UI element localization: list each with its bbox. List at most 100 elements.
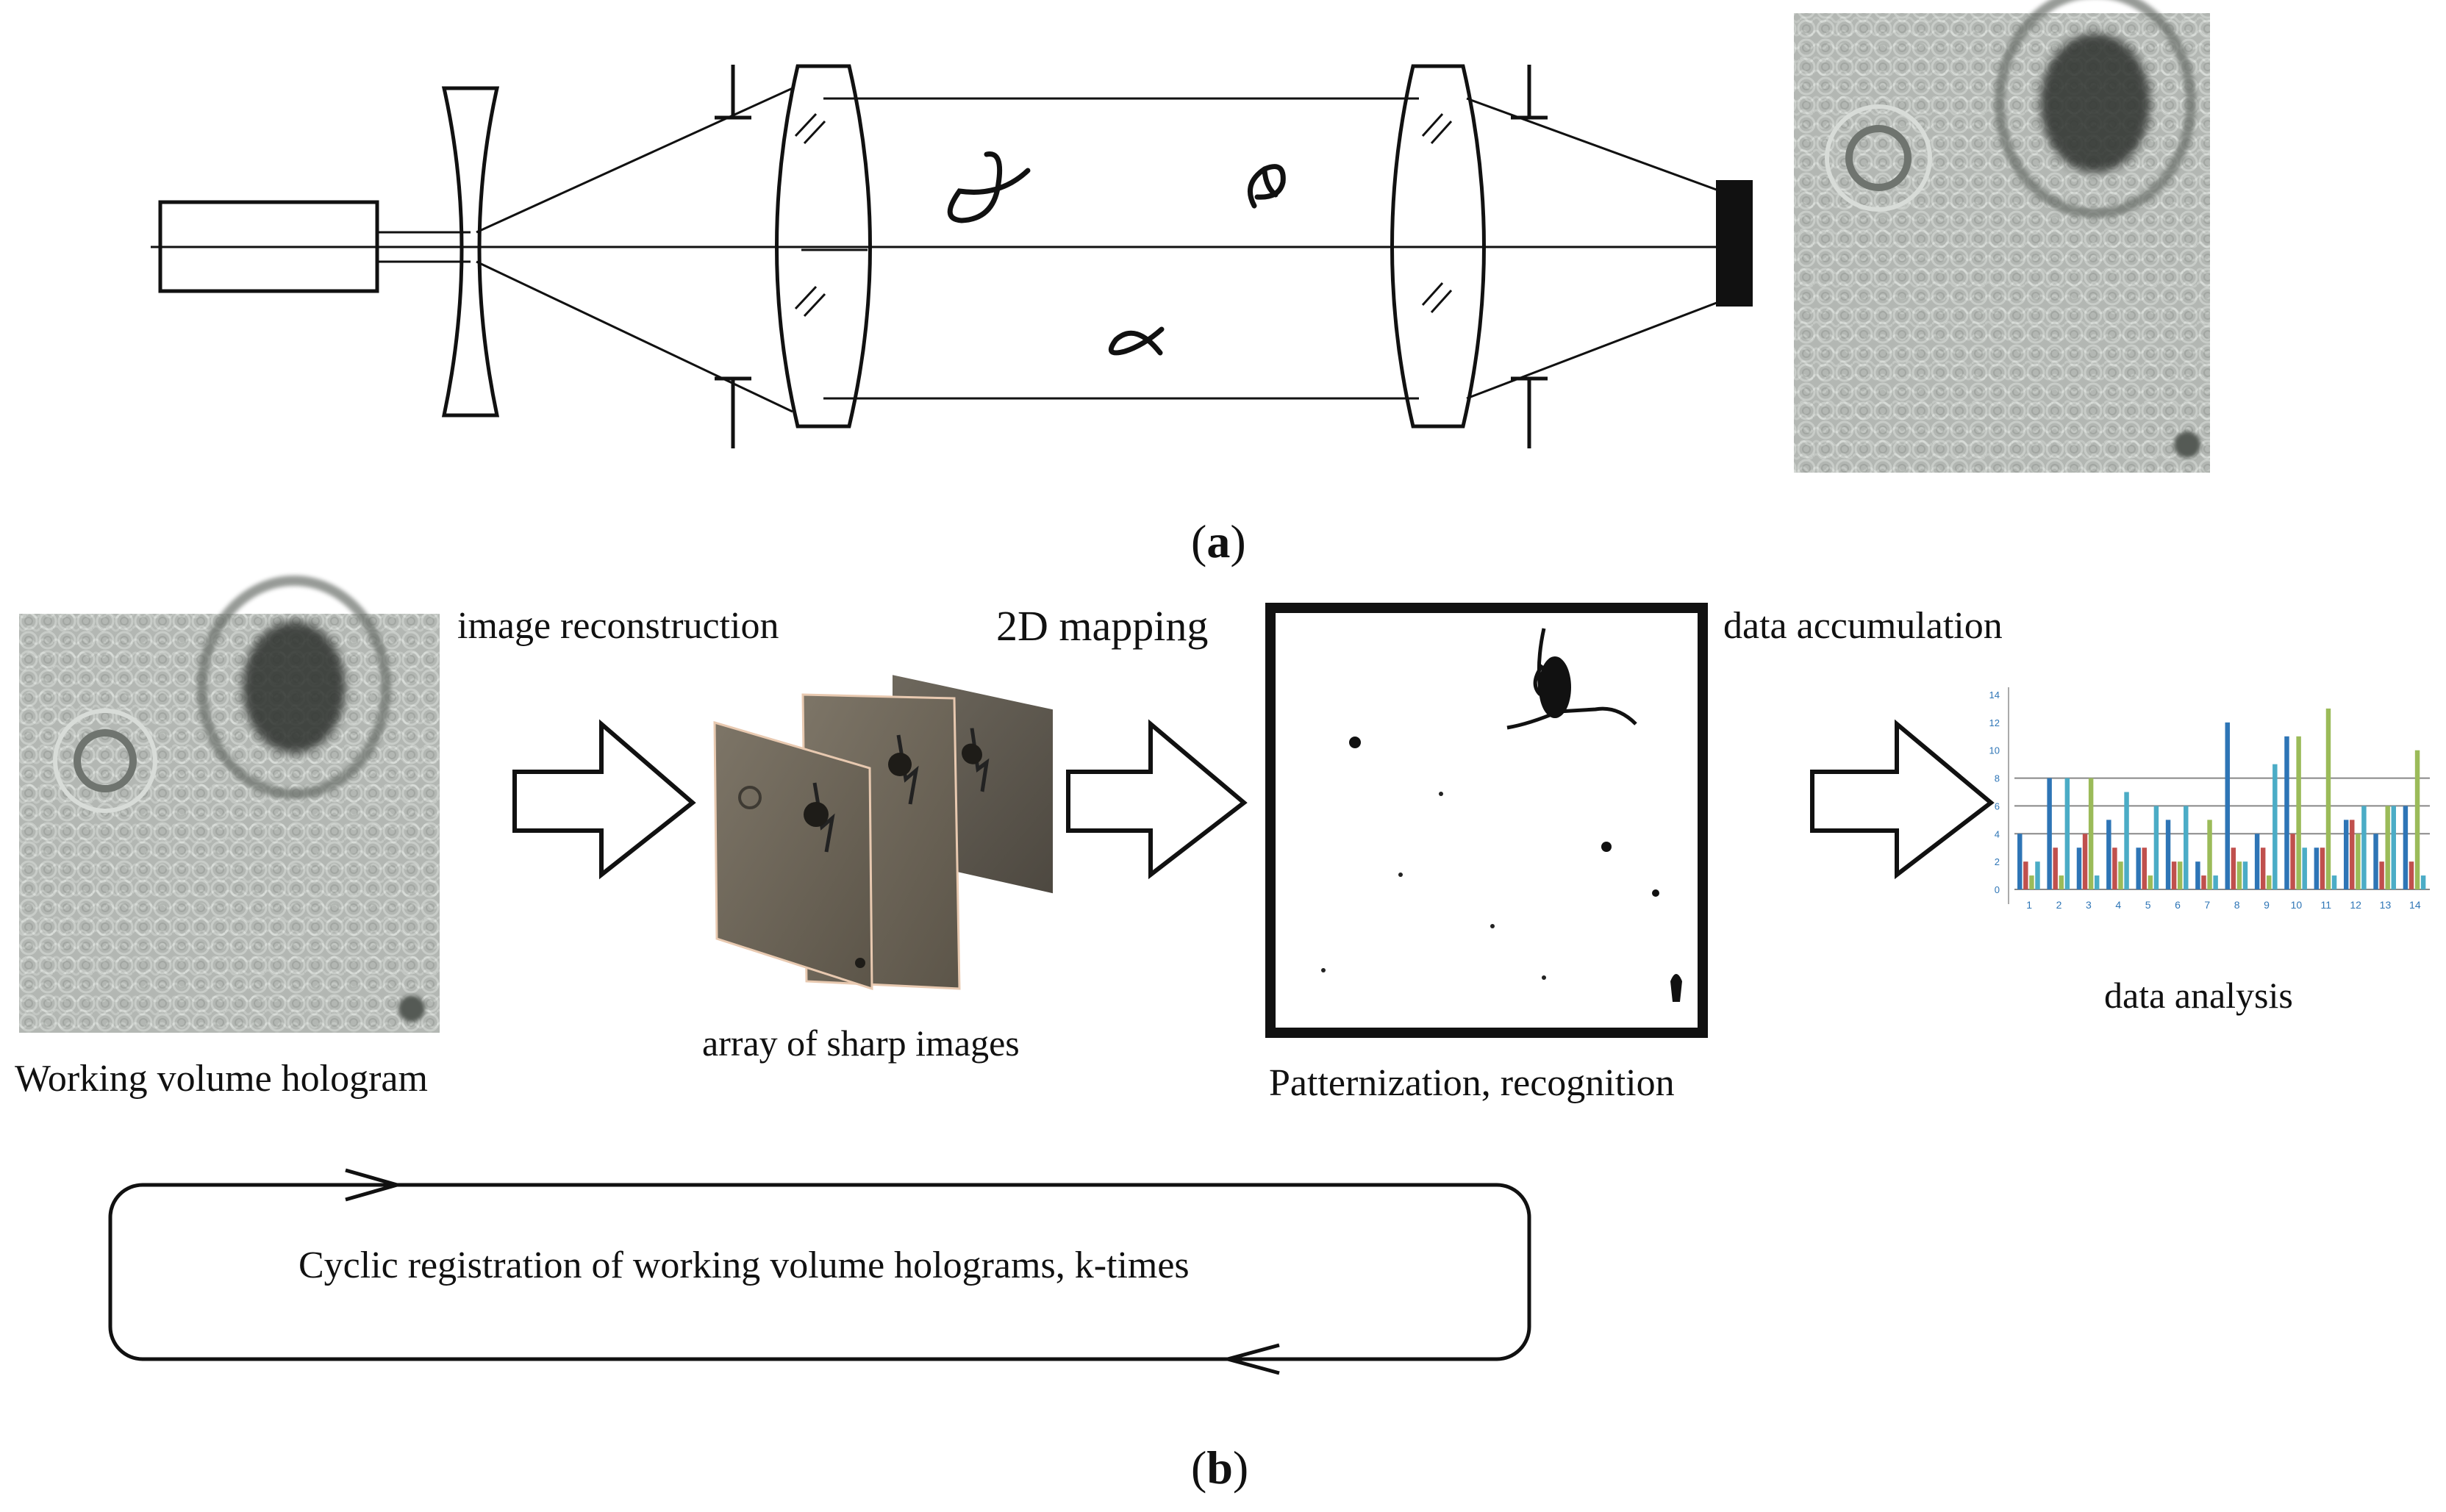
chart-bar [2361,806,2367,889]
chart-bar [2029,875,2034,889]
chart-x-tick: 6 [2175,899,2181,911]
arrow-mapping [1066,719,1248,880]
chart-bar [2207,820,2212,889]
chart-x-tick: 5 [2145,899,2151,911]
chart-x-tick: 10 [2291,899,2303,911]
chart-bar [2254,834,2260,889]
chart-y-tick: 4 [1995,828,2000,839]
label-data-analysis: data analysis [2104,975,2293,1016]
chart-bar [2165,820,2171,889]
arrow-accumulation [1810,719,1995,880]
chart-bar [2136,848,2141,889]
panel-b-caption: (b) [1191,1441,1249,1494]
chart-x-tick: 13 [2380,899,2392,911]
chart-y-tick: 12 [1989,717,2000,728]
chart-bar [2171,861,2177,889]
chart-bar [2023,861,2028,889]
chart-bar [2035,861,2040,889]
chart-bar [2153,806,2159,889]
chart-x-tick: 9 [2264,899,2270,911]
chart-bar [2106,820,2111,889]
sharp-images-stack [713,675,1053,991]
chart-bar [2059,875,2064,889]
label-array-of-sharp-images: array of sharp images [702,1022,1020,1064]
chart-bar [2302,848,2307,889]
chart-bar [2284,736,2289,889]
collimating-lens [775,64,872,429]
chart-bar [2088,778,2094,889]
chart-bar [2325,708,2331,889]
chart-bar [2064,778,2070,889]
chart-bar [2260,848,2266,889]
chart-bar [2201,875,2206,889]
diverging-lens [441,86,500,418]
chart-bar [2017,834,2023,889]
diverging-ray-top [476,87,793,234]
chart-y-tick: 0 [1995,884,2000,895]
label-image-reconstruction: image reconstruction [457,605,779,647]
label-patternization: Patternization, recognition [1269,1062,1675,1104]
chart-bar [2379,861,2384,889]
chart-bar [2225,722,2230,889]
arrow-reconstruction [512,719,696,880]
aperture-stops [715,65,1548,448]
label-cycle: Cyclic registration of working volume ho… [298,1244,1190,1286]
chart-x-tick: 3 [2086,899,2092,911]
chart-bar [2082,834,2088,889]
label-data-accumulation: data accumulation [1723,605,2003,647]
chart-bar [2177,861,2183,889]
label-2d-mapping: 2D mapping [996,602,1209,650]
chart-bar [2213,875,2218,889]
particle-3 [1108,326,1165,356]
chart-y-tick: 2 [1995,856,2000,867]
chart-bar [2414,750,2420,889]
sharp-image-1 [713,720,873,991]
chart-bar [2124,792,2129,889]
focusing-lens [1390,64,1486,429]
chart-bar [2076,848,2082,889]
label-working-volume-hologram: Working volume hologram [15,1058,428,1100]
chart-x-tick: 8 [2234,899,2240,911]
converging-ray-bottom [1466,300,1721,400]
block-arrows [512,719,1995,880]
chart-bar [2047,778,2052,889]
chart-y-tick: 6 [1995,800,2000,811]
chart-x-tick: 2 [2056,899,2062,911]
panel-a-caption: (a) [1191,515,1246,567]
particle-1 [947,151,1031,223]
camera-sensor [1716,180,1753,307]
optical-scheme [151,64,1735,448]
chart-bar [2236,861,2242,889]
chart-bar [2356,834,2361,889]
cycle-arrow-forward [345,1168,404,1202]
chart-bar [2391,806,2396,889]
chart-bar [2350,820,2355,889]
chart-bar [2409,861,2414,889]
particle-2 [1247,164,1286,209]
chart-bar [2331,875,2337,889]
chart-y-tick: 8 [1995,773,2000,784]
working-volume-hologram-image [19,576,440,1033]
chart-x-tick: 14 [2409,899,2421,911]
chart-bar [2272,764,2278,889]
chart-bar [2290,834,2295,889]
chart-bar [2320,848,2325,889]
chart-bar [2343,820,2349,889]
chart-bar [2403,806,2409,889]
cycle-loop [108,1168,1531,1375]
chart-bar [2195,861,2200,889]
chart-x-tick: 7 [2204,899,2210,911]
hologram-image-a [1794,0,2210,473]
chart-bar [2148,875,2153,889]
chart-y-tick: 14 [1989,689,2000,701]
chart-bar [2112,848,2117,889]
chart-bar [2314,848,2320,889]
chart-bar [2242,861,2248,889]
chart-bar [2142,848,2147,889]
chart-bar [2267,875,2272,889]
chart-bar [2118,861,2123,889]
chart-bar [2385,806,2390,889]
converging-ray-top [1466,97,1721,193]
chart-bar [2420,875,2426,889]
recognition-image [1265,603,1708,1038]
